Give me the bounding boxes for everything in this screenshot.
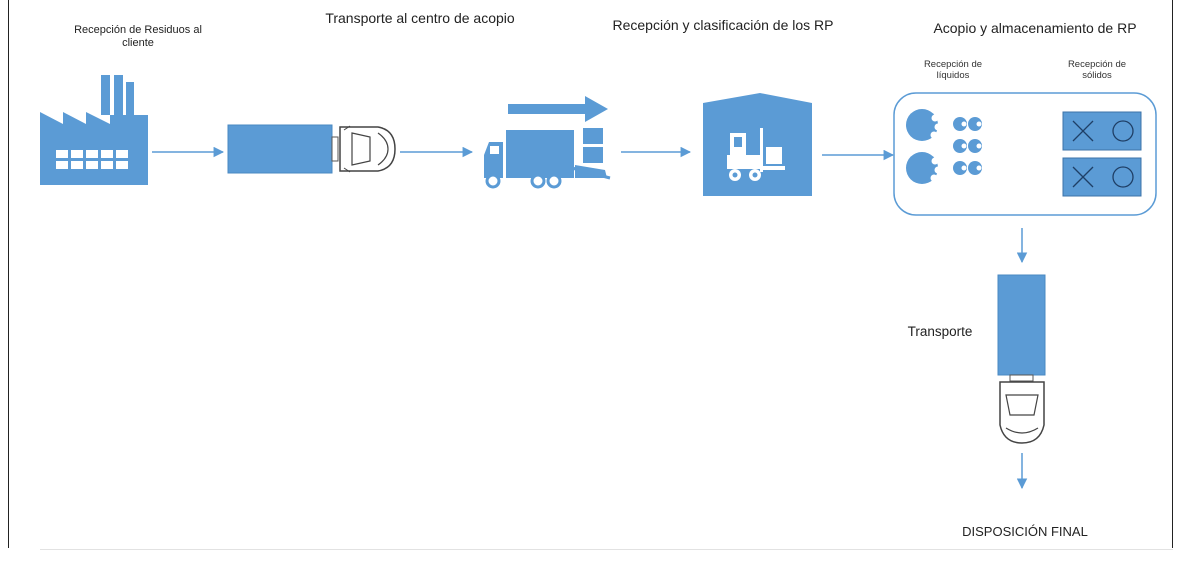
stage-title-storage: Acopio y almacenamiento de RP: [933, 20, 1137, 36]
liquid-tanks-icon: [906, 109, 982, 184]
liquids-reception-label: Recepción de líquidos: [923, 59, 983, 81]
storage-area-box: [893, 92, 1157, 216]
vertical-truck-icon: [997, 274, 1046, 444]
final-disposal-label: DISPOSICIÓN FINAL: [962, 524, 1088, 539]
stage-title-classification: Recepción y clasificación de los RP: [612, 17, 834, 33]
truck-top-view-icon: [227, 124, 396, 174]
delivery-truck-icon: [484, 96, 611, 189]
stage-title-transport: Transporte al centro de acopio: [325, 10, 515, 26]
transport-label: Transporte: [907, 324, 973, 339]
solid-containers-icon: [1062, 111, 1142, 197]
stage-title-reception: Recepción de Residuos al cliente: [74, 24, 202, 50]
bottom-divider: [40, 549, 1173, 550]
solids-reception-label: Recepción de sólidos: [1067, 59, 1127, 81]
diagram-frame: [8, 0, 1173, 548]
warehouse-forklift-icon: [703, 93, 812, 196]
factory-icon: [40, 75, 148, 185]
